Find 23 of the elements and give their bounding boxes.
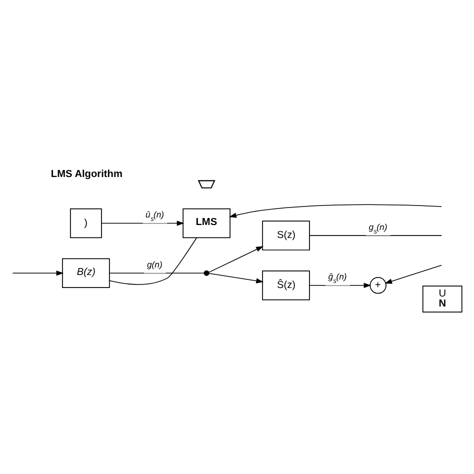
node-box: U N [422,286,462,313]
connector [309,235,442,236]
node-box: LMS [182,208,230,238]
label: LMS Algorithm [50,168,122,180]
node-speaker [198,180,216,188]
arrow [208,272,264,284]
connector [109,237,198,285]
arrow [208,246,264,273]
node-box: S(z) [262,220,310,250]
connector [109,272,204,274]
arrow [309,282,372,288]
node-circle: + [370,277,386,294]
node-box: B(z) [62,258,110,288]
edge-label: g$_{s}$(n) [368,222,388,236]
edge-label: û$_{s}$(n) [146,210,164,224]
edge-label: g(n) [146,259,162,270]
arrow [12,270,64,276]
node-dot [204,270,210,276]
edge-label: ĝ$_{s}$(n) [328,272,347,286]
node-box: ) [70,208,102,238]
arrow [384,264,442,284]
arrow [229,204,442,218]
node-box: Ŝ(z) [262,270,310,300]
